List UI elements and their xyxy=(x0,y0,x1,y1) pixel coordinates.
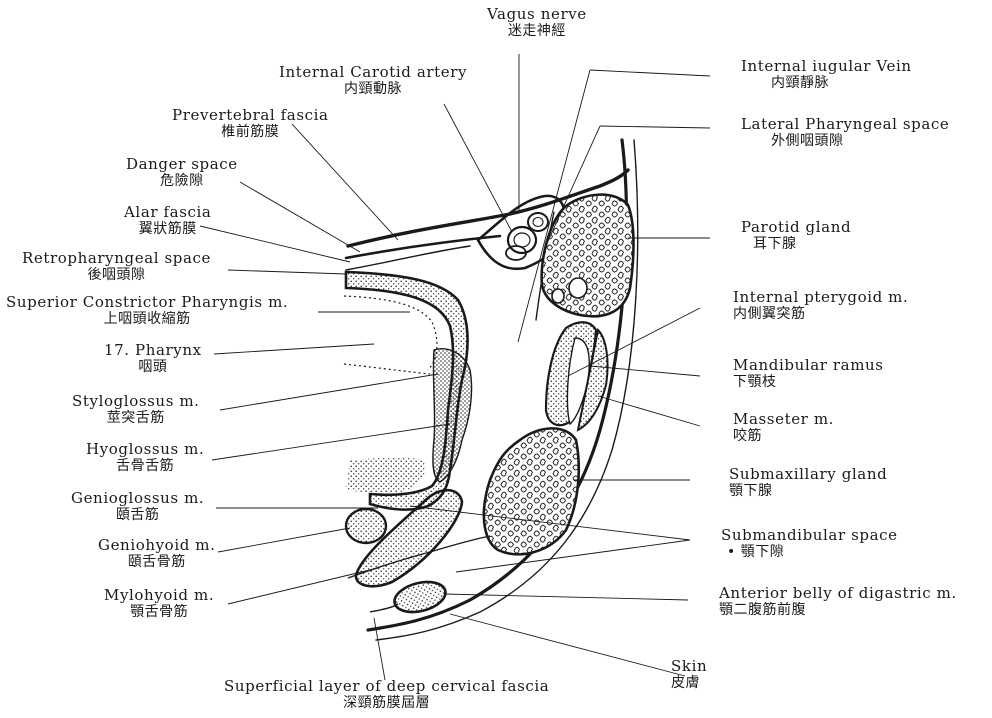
label-superior-constrictor-jp: 上咽頭收縮筋 xyxy=(6,311,288,327)
pharynx-lumen-outline xyxy=(344,296,437,374)
label-internal-carotid-en: Internal Carotid artery xyxy=(279,64,467,81)
label-retropharyngeal-space: Retropharyngeal space 後咽頭隙 xyxy=(22,250,211,283)
label-genioglossus-jp: 頤舌筋 xyxy=(71,507,204,523)
label-submandibular-space-jp: • 顎下隙 xyxy=(721,544,898,560)
label-mylohyoid-en: Mylohyoid m. xyxy=(104,587,214,604)
alar-fascia-lower xyxy=(346,246,470,270)
label-genioglossus-en: Genioglossus m. xyxy=(71,490,204,507)
label-styloglossus-jp: 莖突舌筋 xyxy=(72,410,200,426)
label-submaxillary-en: Submaxillary gland xyxy=(729,466,887,483)
label-superficial-layer-jp: 深頸筋膜屆層 xyxy=(224,695,549,711)
label-parotid: Parotid gland 耳下腺 xyxy=(741,219,851,252)
label-pharynx-jp: 咽頭 xyxy=(104,359,202,375)
label-submandibular-space: Submandibular space • 顎下隙 xyxy=(721,527,898,560)
label-internal-pterygoid-en: Internal pterygoid m. xyxy=(733,289,908,306)
label-mandibular-ramus-en: Mandibular ramus xyxy=(733,357,884,374)
label-anterior-belly-jp: 顎二腹筋前腹 xyxy=(719,602,957,618)
label-skin-jp: 皮膚 xyxy=(671,675,707,691)
label-alar-fascia: Alar fascia 翼狀筋膜 xyxy=(124,204,211,237)
label-skin: Skin 皮膚 xyxy=(671,658,707,691)
label-lateral-pharyngeal: Lateral Pharyngeal space 外側咽頭隙 xyxy=(741,116,949,149)
vagus-nerve xyxy=(528,213,548,231)
label-superior-constrictor-en: Superior Constrictor Pharyngis m. xyxy=(6,294,288,311)
label-styloglossus: Styloglossus m. 莖突舌筋 xyxy=(72,393,200,426)
label-hyoglossus-jp: 舌骨舌筋 xyxy=(86,458,204,474)
label-hyoglossus: Hyoglossus m. 舌骨舌筋 xyxy=(86,441,204,474)
label-internal-pterygoid-jp: 内側翼突筋 xyxy=(733,306,908,322)
label-anterior-belly-en: Anterior belly of digastric m. xyxy=(719,585,957,602)
label-superficial-layer: Superficial layer of deep cervical fasci… xyxy=(224,678,549,711)
label-geniohyoid: Geniohyoid m. 頤舌骨筋 xyxy=(98,537,215,570)
label-superficial-layer-en: Superficial layer of deep cervical fasci… xyxy=(224,678,549,695)
label-masseter: Masseter m. 咬筋 xyxy=(733,411,834,444)
label-vagus-nerve: Vagus nerve 迷走神經 xyxy=(487,6,587,39)
label-geniohyoid-jp: 頤舌骨筋 xyxy=(98,554,215,570)
label-mandibular-ramus-jp: 下顎枝 xyxy=(733,374,884,390)
label-submaxillary: Submaxillary gland 顎下腺 xyxy=(729,466,887,499)
label-prevertebral-fascia-jp: 椎前筋膜 xyxy=(172,124,329,140)
label-superior-constrictor: Superior Constrictor Pharyngis m. 上咽頭收縮筋 xyxy=(6,294,288,327)
label-internal-jugular: Internal iugular Vein 内頸靜脉 xyxy=(741,58,912,91)
label-geniohyoid-en: Geniohyoid m. xyxy=(98,537,215,554)
label-lateral-pharyngeal-jp: 外側咽頭隙 xyxy=(741,133,949,149)
internal-carotid-artery xyxy=(508,227,536,253)
label-danger-space-jp: 危險隙 xyxy=(126,173,238,189)
label-parotid-en: Parotid gland xyxy=(741,219,851,236)
label-internal-jugular-jp: 内頸靜脉 xyxy=(741,75,912,91)
label-vagus-nerve-en: Vagus nerve xyxy=(487,6,587,23)
submaxillary-gland xyxy=(484,428,579,554)
label-submandibular-space-en: Submandibular space xyxy=(721,527,898,544)
label-internal-pterygoid: Internal pterygoid m. 内側翼突筋 xyxy=(733,289,908,322)
label-pharynx-en: 17. Pharynx xyxy=(104,342,202,359)
label-pharynx: 17. Pharynx 咽頭 xyxy=(104,342,202,375)
deep-fascia-tail xyxy=(370,604,398,612)
label-skin-en: Skin xyxy=(671,658,707,675)
label-retropharyngeal-space-en: Retropharyngeal space xyxy=(22,250,211,267)
label-danger-space-en: Danger space xyxy=(126,156,238,173)
anterior-belly-digastric xyxy=(391,577,448,617)
label-hyoglossus-en: Hyoglossus m. xyxy=(86,441,204,458)
label-internal-carotid-jp: 内頸動脉 xyxy=(279,81,467,97)
label-masseter-jp: 咬筋 xyxy=(733,428,834,444)
label-vagus-nerve-jp: 迷走神經 xyxy=(487,23,587,39)
label-mylohyoid: Mylohyoid m. 顎舌骨筋 xyxy=(104,587,214,620)
label-internal-carotid: Internal Carotid artery 内頸動脉 xyxy=(279,64,467,97)
label-submaxillary-jp: 顎下腺 xyxy=(729,483,887,499)
label-anterior-belly: Anterior belly of digastric m. 顎二腹筋前腹 xyxy=(719,585,957,618)
hyoglossus-muscle xyxy=(346,458,426,493)
label-mylohyoid-jp: 顎舌骨筋 xyxy=(104,604,214,620)
label-alar-fascia-jp: 翼狀筋膜 xyxy=(124,221,211,237)
label-alar-fascia-en: Alar fascia xyxy=(124,204,211,221)
label-styloglossus-en: Styloglossus m. xyxy=(72,393,200,410)
genioglossus-muscle xyxy=(346,509,386,543)
label-prevertebral-fascia-en: Prevertebral fascia xyxy=(172,107,329,124)
label-parotid-jp: 耳下腺 xyxy=(741,236,851,252)
label-prevertebral-fascia: Prevertebral fascia 椎前筋膜 xyxy=(172,107,329,140)
styloglossus-muscle xyxy=(433,349,472,482)
label-lateral-pharyngeal-en: Lateral Pharyngeal space xyxy=(741,116,949,133)
label-genioglossus: Genioglossus m. 頤舌筋 xyxy=(71,490,204,523)
label-danger-space: Danger space 危險隙 xyxy=(126,156,238,189)
label-masseter-en: Masseter m. xyxy=(733,411,834,428)
label-internal-jugular-en: Internal iugular Vein xyxy=(741,58,912,75)
label-mandibular-ramus: Mandibular ramus 下顎枝 xyxy=(733,357,884,390)
label-retropharyngeal-space-jp: 後咽頭隙 xyxy=(22,267,211,283)
